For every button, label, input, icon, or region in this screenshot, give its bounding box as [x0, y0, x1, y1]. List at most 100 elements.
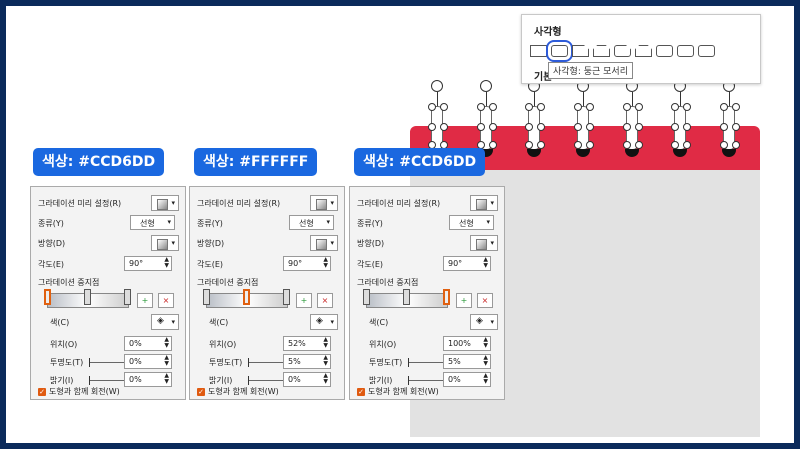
resize-handle[interactable]: [537, 103, 545, 111]
brightness-stepper[interactable]: 0%▲▼: [283, 372, 331, 387]
resize-handle[interactable]: [586, 141, 594, 149]
gradient-stop[interactable]: [403, 289, 410, 305]
type-select[interactable]: 선형▾: [130, 215, 175, 230]
direction-dropdown[interactable]: ▾: [470, 235, 498, 251]
gradient-stop[interactable]: [243, 289, 250, 305]
transparency-slider[interactable]: [408, 358, 447, 367]
remove-stop-icon[interactable]: ×: [158, 293, 174, 308]
resize-handle[interactable]: [489, 123, 497, 131]
resize-handle[interactable]: [574, 141, 582, 149]
resize-handle[interactable]: [635, 103, 643, 111]
shape-round-same-side[interactable]: [677, 45, 694, 57]
resize-handle[interactable]: [586, 123, 594, 131]
spinner-icon[interactable]: ▲▼: [483, 336, 488, 349]
spinner-icon[interactable]: ▲▼: [323, 354, 328, 367]
resize-handle[interactable]: [623, 123, 631, 131]
resize-handle[interactable]: [720, 141, 728, 149]
spinner-icon[interactable]: ▲▼: [483, 354, 488, 367]
type-select[interactable]: 선형▾: [449, 215, 494, 230]
resize-handle[interactable]: [623, 103, 631, 111]
gradient-stop[interactable]: [84, 289, 91, 305]
shape-rectangle[interactable]: [530, 45, 547, 57]
direction-dropdown[interactable]: ▾: [151, 235, 179, 251]
resize-handle[interactable]: [440, 123, 448, 131]
resize-handle[interactable]: [489, 103, 497, 111]
resize-handle[interactable]: [477, 123, 485, 131]
resize-handle[interactable]: [732, 103, 740, 111]
add-stop-icon[interactable]: +: [296, 293, 312, 308]
spinner-icon[interactable]: ▲▼: [164, 256, 169, 269]
resize-handle[interactable]: [683, 141, 691, 149]
color-picker-button[interactable]: ◈▾: [151, 314, 179, 330]
resize-handle[interactable]: [671, 141, 679, 149]
brightness-stepper[interactable]: 0%▲▼: [443, 372, 491, 387]
color-picker-button[interactable]: ◈▾: [470, 314, 498, 330]
resize-handle[interactable]: [720, 123, 728, 131]
resize-handle[interactable]: [489, 141, 497, 149]
rotate-with-shape-checkbox[interactable]: ✓ 도형과 함께 회전(W): [38, 386, 120, 397]
transparency-stepper[interactable]: 5%▲▼: [443, 354, 491, 369]
remove-stop-icon[interactable]: ×: [317, 293, 333, 308]
position-stepper[interactable]: 100%▲▼: [443, 336, 491, 351]
resize-handle[interactable]: [537, 141, 545, 149]
gradient-stop[interactable]: [363, 289, 370, 305]
gradient-stop[interactable]: [44, 289, 51, 305]
spinner-icon[interactable]: ▲▼: [323, 372, 328, 385]
brightness-slider[interactable]: [408, 376, 447, 385]
resize-handle[interactable]: [574, 123, 582, 131]
rotate-handle-icon[interactable]: [480, 80, 492, 92]
rotate-with-shape-checkbox[interactable]: ✓ 도형과 함께 회전(W): [357, 386, 439, 397]
resize-handle[interactable]: [683, 103, 691, 111]
gradient-stop[interactable]: [443, 289, 450, 305]
resize-handle[interactable]: [525, 123, 533, 131]
resize-handle[interactable]: [623, 141, 631, 149]
shape-rounded-rectangle[interactable]: [546, 40, 573, 62]
angle-stepper[interactable]: 90°▲▼: [283, 256, 331, 271]
spinner-icon[interactable]: ▲▼: [164, 372, 169, 385]
spinner-icon[interactable]: ▲▼: [483, 256, 488, 269]
shape-snip-round[interactable]: [614, 45, 631, 57]
transparency-slider[interactable]: [248, 358, 287, 367]
transparency-stepper[interactable]: 5%▲▼: [283, 354, 331, 369]
direction-dropdown[interactable]: ▾: [310, 235, 338, 251]
shape-round-diagonal[interactable]: [698, 45, 715, 57]
resize-handle[interactable]: [525, 141, 533, 149]
preset-dropdown[interactable]: ▾: [151, 195, 179, 211]
resize-handle[interactable]: [720, 103, 728, 111]
angle-stepper[interactable]: 90°▲▼: [443, 256, 491, 271]
resize-handle[interactable]: [477, 103, 485, 111]
transparency-stepper[interactable]: 0%▲▼: [124, 354, 172, 369]
resize-handle[interactable]: [635, 123, 643, 131]
position-stepper[interactable]: 0%▲▼: [124, 336, 172, 351]
resize-handle[interactable]: [732, 141, 740, 149]
add-stop-icon[interactable]: +: [137, 293, 153, 308]
rotate-with-shape-checkbox[interactable]: ✓ 도형과 함께 회전(W): [197, 386, 279, 397]
shape-snip-corner[interactable]: [572, 45, 589, 57]
type-select[interactable]: 선형▾: [289, 215, 334, 230]
resize-handle[interactable]: [732, 123, 740, 131]
gradient-stop[interactable]: [283, 289, 290, 305]
resize-handle[interactable]: [428, 103, 436, 111]
resize-handle[interactable]: [635, 141, 643, 149]
add-stop-icon[interactable]: +: [456, 293, 472, 308]
brightness-slider[interactable]: [248, 376, 287, 385]
shape-snip-diagonal[interactable]: [635, 45, 652, 57]
spinner-icon[interactable]: ▲▼: [323, 336, 328, 349]
remove-stop-icon[interactable]: ×: [477, 293, 493, 308]
spinner-icon[interactable]: ▲▼: [164, 336, 169, 349]
preset-dropdown[interactable]: ▾: [470, 195, 498, 211]
spinner-icon[interactable]: ▲▼: [164, 354, 169, 367]
gradient-stop[interactable]: [203, 289, 210, 305]
spinner-icon[interactable]: ▲▼: [323, 256, 328, 269]
resize-handle[interactable]: [525, 103, 533, 111]
resize-handle[interactable]: [683, 123, 691, 131]
resize-handle[interactable]: [440, 103, 448, 111]
transparency-slider[interactable]: [89, 358, 128, 367]
brightness-slider[interactable]: [89, 376, 128, 385]
resize-handle[interactable]: [574, 103, 582, 111]
angle-stepper[interactable]: 90°▲▼: [124, 256, 172, 271]
color-picker-button[interactable]: ◈▾: [310, 314, 338, 330]
resize-handle[interactable]: [428, 123, 436, 131]
gradient-stop[interactable]: [124, 289, 131, 305]
shape-snip-two-corners[interactable]: [593, 45, 610, 57]
